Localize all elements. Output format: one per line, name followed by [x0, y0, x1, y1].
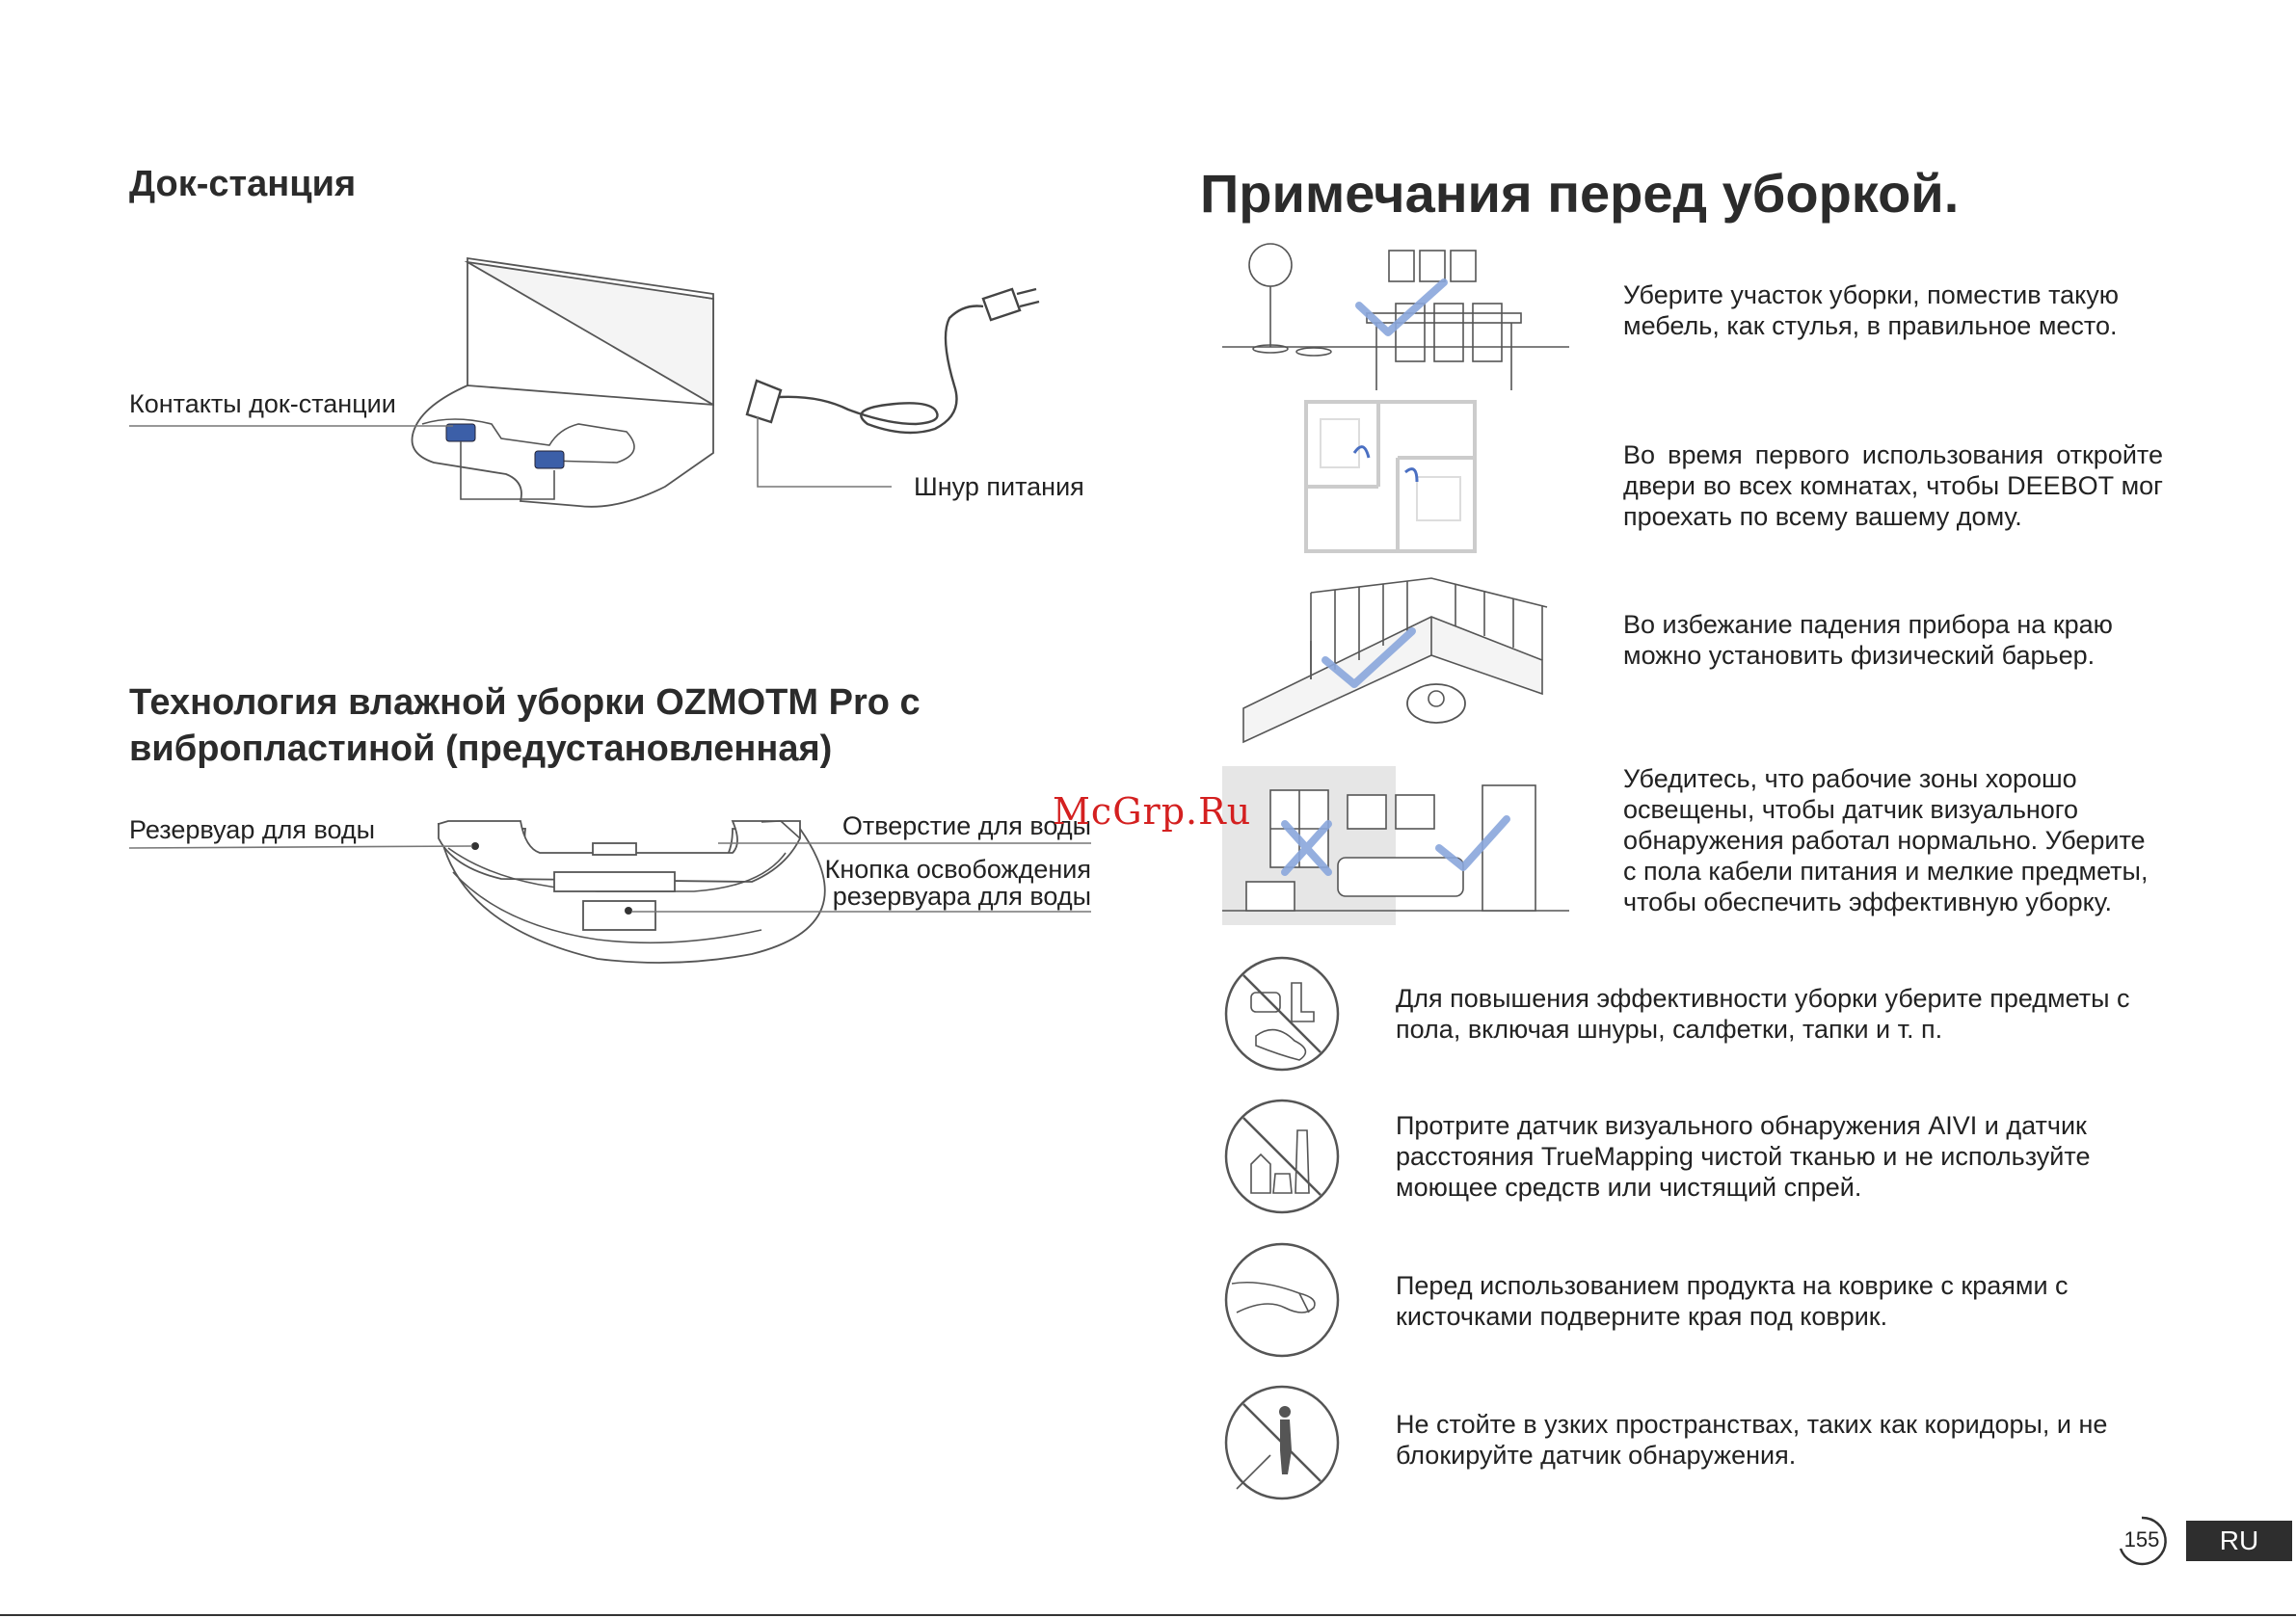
power-cord-label: Шнур питания — [914, 472, 1084, 501]
lit-room-illustration — [1222, 766, 1569, 925]
notes-title: Примечания перед уборкой. — [1200, 163, 1960, 224]
note-8-text: Не стойте в узких пространствах, таких к… — [1396, 1410, 2108, 1470]
mop-title-line1: Технология влажной уборки OZMOTM Pro с — [129, 682, 921, 723]
note-3-text: Во избежание падения прибора на краю мож… — [1623, 610, 2113, 670]
note-5-text: Для повышения эффективности уборки убери… — [1396, 984, 2130, 1044]
mop-title-line2: вибропластиной (предустановленная) — [129, 729, 833, 769]
dock-station-illustration — [129, 256, 1040, 508]
bottom-rule — [0, 1614, 2296, 1616]
mop-title: Технология влажной уборки OZMOTM Pro с в… — [129, 679, 921, 772]
release-button-line2: резервуара для воды — [832, 882, 1091, 911]
water-tank-illustration — [128, 820, 1091, 964]
watermark: McGrp.Ru — [1053, 790, 1252, 833]
no-standing-icon — [1224, 1385, 1340, 1500]
note-4-text: Убедитесь, что рабочие зоны хорошо освещ… — [1623, 764, 2149, 916]
language-badge: RU — [2186, 1521, 2292, 1561]
furniture-illustration — [1222, 243, 1569, 390]
water-hole-label: Отверстие для воды — [841, 811, 1091, 840]
page-number: 155 — [2123, 1527, 2160, 1552]
dock-contacts-label: Контакты док-станции — [129, 389, 396, 418]
dock-station-title: Док-станция — [129, 164, 357, 204]
floorplan-illustration — [1304, 400, 1477, 553]
note-7-text: Перед использованием продукта на коврике… — [1396, 1271, 2069, 1331]
stairs-barrier-illustration — [1242, 577, 1548, 744]
rug-fringe-icon — [1224, 1242, 1340, 1358]
note-6-text: Протрите датчик визуального обнаружения … — [1396, 1111, 2091, 1202]
water-tank-label: Резервуар для воды — [129, 815, 376, 844]
note-2-text: Во время первого использования откройте … — [1623, 440, 2163, 531]
page-number-circle-icon — [2119, 1516, 2167, 1566]
release-button-label: Кнопка освобождения резервуара для воды — [825, 856, 1091, 910]
no-objects-icon — [1224, 956, 1340, 1072]
release-button-line1: Кнопка освобождения — [824, 855, 1091, 884]
no-spray-icon — [1224, 1099, 1340, 1214]
note-1-text: Уберите участок уборки, поместив такую м… — [1623, 280, 2120, 340]
